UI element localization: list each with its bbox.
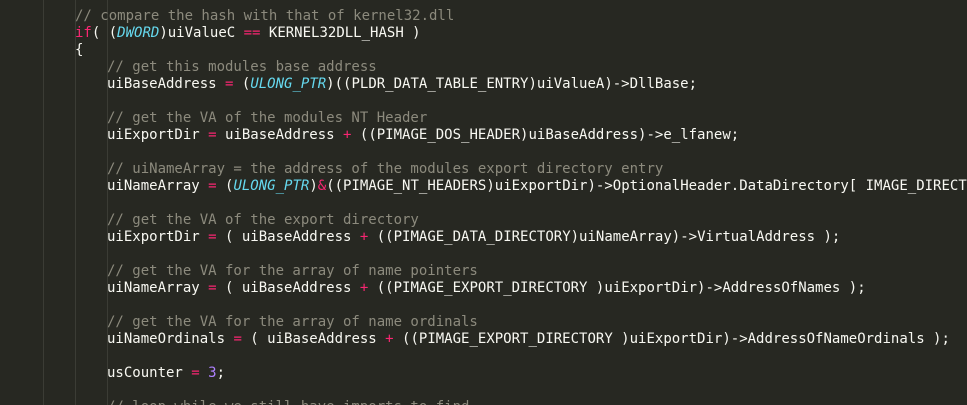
token-member: AddressOfNames ); <box>722 280 866 296</box>
token-ident: uiExportDir <box>107 229 209 245</box>
code-line[interactable]: // loop while we still have imports to f… <box>107 399 469 405</box>
code-line[interactable]: uiExportDir = ( uiBaseAddress + ((PIMAGE… <box>107 229 840 246</box>
token-member: DllBase; <box>629 76 698 92</box>
token-punct <box>200 365 208 381</box>
token-type: ULONG_PTR <box>233 178 310 194</box>
token-comment: // get the VA of the modules NT Header <box>107 110 428 126</box>
token-op: + <box>385 331 394 347</box>
token-op: == <box>243 25 261 41</box>
token-arrow: -> <box>595 178 613 194</box>
token-arrow: -> <box>646 127 664 143</box>
token-ident: uiBaseAddress <box>107 76 226 92</box>
code-line[interactable]: // get the VA of the export directory <box>107 212 419 229</box>
token-comment: // get this modules base address <box>107 59 377 75</box>
token-punct: ) <box>309 178 318 194</box>
token-punct: ( <box>233 76 251 92</box>
token-punct: ; <box>216 365 226 381</box>
token-comment: // uiNameArray = the address of the modu… <box>107 161 664 177</box>
token-op: = <box>208 127 217 143</box>
token-ident: ((PIMAGE_EXPORT_DIRECTORY )uiExportDir) <box>368 280 706 296</box>
token-op: & <box>317 178 327 194</box>
token-punct: { <box>75 42 84 58</box>
token-ident: ( uiBaseAddress <box>216 280 360 296</box>
token-arrow: -> <box>730 331 748 347</box>
token-ident: ( uiBaseAddress <box>241 331 386 347</box>
code-line[interactable]: // get the VA for the array of name ordi… <box>107 314 478 331</box>
token-ident: uiNameOrdinals <box>107 331 234 347</box>
token-number: 3 <box>208 365 217 381</box>
token-op: + <box>359 280 369 296</box>
token-member: VirtualAddress ); <box>697 229 841 245</box>
token-ident: ((PIMAGE_DATA_DIRECTORY)uiNameArray) <box>368 229 681 245</box>
code-line[interactable]: // get the VA of the modules NT Header <box>107 110 427 127</box>
token-op: + <box>343 127 352 143</box>
code-line[interactable]: uiExportDir = uiBaseAddress + ((PIMAGE_D… <box>107 127 739 144</box>
token-ident: ((PIMAGE_EXPORT_DIRECTORY )uiExportDir) <box>393 331 731 347</box>
token-comment: // loop while we still have imports to f… <box>107 399 469 405</box>
indent-guide <box>107 0 108 405</box>
code-line[interactable]: // get this modules base address <box>107 59 377 76</box>
token-punct: ( ( <box>91 25 118 41</box>
indent-guide <box>43 0 44 405</box>
token-ident: KERNEL32DLL_HASH ) <box>260 25 421 41</box>
token-ident: uiExportDir <box>107 127 209 143</box>
token-op: = <box>233 331 242 347</box>
token-comment: // get the VA for the array of name poin… <box>107 263 478 279</box>
code-line[interactable]: if( (DWORD)uiValueC == KERNEL32DLL_HASH … <box>75 25 421 42</box>
token-member: OptionalHeader.DataDirectory[ IMAGE_DIRE… <box>612 178 967 194</box>
code-line[interactable]: // compare the hash with that of kernel3… <box>75 8 454 25</box>
token-type: DWORD <box>117 25 160 41</box>
token-punct: ( <box>216 178 234 194</box>
token-member: AddressOfNameOrdinals ); <box>747 331 950 347</box>
code-line[interactable]: uiNameOrdinals = ( uiBaseAddress + ((PIM… <box>107 331 950 348</box>
token-member: e_lfanew; <box>663 127 740 143</box>
token-ident: uiNameArray <box>107 178 209 194</box>
token-comment: // compare the hash with that of kernel3… <box>75 8 455 24</box>
token-op: = <box>208 280 217 296</box>
token-arrow: -> <box>612 76 630 92</box>
token-comment: // get the VA of the export directory <box>107 212 419 228</box>
indent-guide <box>75 0 76 405</box>
token-arrow: -> <box>680 229 698 245</box>
code-line[interactable]: { <box>75 42 83 59</box>
code-line[interactable]: uiNameArray = (ULONG_PTR)&((PIMAGE_NT_HE… <box>107 178 967 195</box>
code-line[interactable]: uiNameArray = ( uiBaseAddress + ((PIMAGE… <box>107 280 866 297</box>
token-ident: )uiValueC <box>159 25 244 41</box>
token-arrow: -> <box>705 280 723 296</box>
token-keyword: if <box>75 25 92 41</box>
token-op: + <box>359 229 369 245</box>
token-ident: ((PIMAGE_NT_HEADERS)uiExportDir) <box>326 178 596 194</box>
token-comment: // get the VA for the array of name ordi… <box>107 314 478 330</box>
token-op: = <box>225 76 234 92</box>
token-ident: uiBaseAddress <box>216 127 344 143</box>
code-line[interactable]: usCounter = 3; <box>107 365 225 382</box>
code-line[interactable]: // uiNameArray = the address of the modu… <box>107 161 663 178</box>
token-ident: ( uiBaseAddress <box>216 229 360 245</box>
token-ident: usCounter <box>107 365 192 381</box>
token-type: ULONG_PTR <box>250 76 327 92</box>
token-op: = <box>208 178 217 194</box>
token-ident: uiNameArray <box>107 280 209 296</box>
token-ident: )((PLDR_DATA_TABLE_ENTRY)uiValueA) <box>326 76 613 92</box>
code-line[interactable]: // get the VA for the array of name poin… <box>107 263 478 280</box>
token-op: = <box>208 229 217 245</box>
token-ident: ((PIMAGE_DOS_HEADER)uiBaseAddress) <box>351 127 647 143</box>
code-line[interactable]: uiBaseAddress = (ULONG_PTR)((PLDR_DATA_T… <box>107 76 697 93</box>
token-op: = <box>191 365 200 381</box>
